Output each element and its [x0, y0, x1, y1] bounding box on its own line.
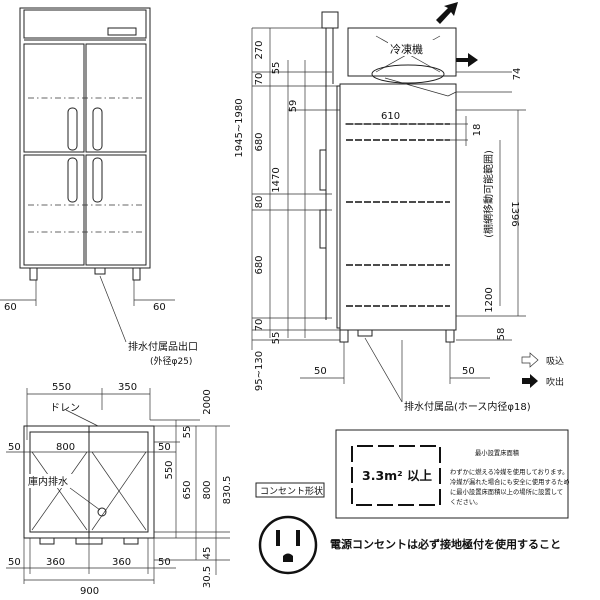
plan-dim-30-5: 30.5	[202, 566, 213, 588]
condenser-housing	[347, 27, 457, 77]
cabinet-outline	[19, 7, 151, 269]
control-panel	[107, 27, 137, 36]
side-dim-610: 610	[381, 111, 400, 122]
drain-outlet-label: 排水付属品出口	[128, 340, 198, 353]
condenser-label: 冷凍機	[390, 42, 423, 56]
plan-dim-650: 650	[182, 480, 193, 499]
airflow-legend: 吸込 吹出	[521, 352, 564, 388]
leg-left	[29, 267, 38, 281]
plan-dim-55: 55	[182, 426, 193, 439]
side-dim-1200: 1200	[484, 287, 495, 312]
outlet-warning: 電源コンセントは必ず接地極付を使用すること	[330, 537, 561, 551]
door-lower-left[interactable]	[23, 154, 85, 266]
plan-dim-50-top: 50	[8, 442, 21, 453]
plan-dim-45: 45	[202, 547, 213, 560]
door-lower-right[interactable]	[85, 154, 147, 266]
plan-handle-left	[39, 537, 55, 545]
airflow-arrows	[436, 2, 478, 67]
side-dim-1396: 1396	[509, 201, 520, 226]
leg-right	[132, 267, 141, 281]
install-title: 最小設置床面積	[475, 448, 520, 457]
plan-dim-800-top: 800	[56, 442, 75, 453]
install-note-line-1: わずかに燃える冷媒を使用しております。	[450, 467, 568, 476]
side-drain-part	[357, 329, 373, 337]
plan-dim-550: 550	[52, 382, 71, 393]
plan-dim-50-bl: 50	[8, 557, 21, 568]
side-dim-59: 59	[288, 100, 299, 113]
outlet-slot-left	[276, 530, 280, 546]
drain-outlet	[94, 267, 106, 275]
interior-drain-label: 庫内排水	[28, 475, 68, 488]
side-dim-270: 270	[254, 40, 265, 59]
side-dim-bottom: 95~130	[254, 351, 265, 391]
side-dim-680-bottom: 680	[254, 255, 265, 274]
outlet-slot-right	[296, 530, 300, 546]
front-view: 60 60 排水付属品出口 (外径φ25)	[0, 7, 198, 367]
evaporator-fan	[371, 64, 445, 84]
exhaust-arrow-icon	[522, 374, 538, 388]
plan-dim-2000: 2000	[202, 389, 213, 414]
side-dim-55-top: 55	[271, 62, 282, 75]
install-note-line-3: に最小設置床面積以上の場所に設置して	[450, 487, 563, 496]
plan-dim-350: 350	[118, 382, 137, 393]
plan-dim-50-top-right: 50	[158, 442, 171, 453]
side-dim-680-top: 680	[254, 132, 265, 151]
plan-dim-900: 900	[80, 586, 99, 597]
plan-dim-360-right: 360	[112, 557, 131, 568]
intake-arrow-icon	[521, 352, 539, 368]
install-area-notice: 3.3m² 以上 最小設置床面積 わずかに燃える冷媒を使用しております。 冷媒が…	[335, 429, 570, 519]
side-view: 270 70 680 80 680 70 55 55 59 1470 1945~…	[234, 11, 531, 413]
side-leg-rear	[445, 329, 455, 343]
side-handle-lower	[319, 209, 327, 249]
side-top-fan	[321, 11, 339, 29]
install-note-line-4: ください。	[450, 498, 481, 506]
handle-lower-left[interactable]	[67, 157, 78, 203]
interior-drain-point	[97, 507, 107, 517]
install-area-value: 3.3m² 以上	[362, 468, 432, 483]
plan-handle-right	[123, 537, 139, 545]
side-dim-1470: 1470	[271, 167, 282, 192]
side-dim-50-right: 50	[462, 366, 475, 377]
outlet-shape-label-box	[255, 482, 325, 498]
side-drain-label: 排水付属品(ホース内径φ18)	[404, 400, 531, 413]
outlet-icon	[258, 515, 318, 575]
side-dim-80: 80	[254, 196, 265, 209]
plan-dim-50-br: 50	[158, 557, 171, 568]
shelf-range-note: (棚網移動可能範囲)	[482, 150, 495, 238]
side-dim-50-left: 50	[314, 366, 327, 377]
legend-intake: 吸込	[546, 356, 564, 367]
side-dim-55-bottom: 55	[271, 332, 282, 345]
plan-view: 550 350 ドレン 2000 50 800 50 庫内排水	[6, 382, 233, 597]
side-dim-18: 18	[472, 124, 483, 137]
install-note-line-2: 冷媒が漏れた場合にも安全に使用するため	[450, 477, 570, 486]
side-dim-74: 74	[512, 68, 523, 81]
side-dim-70-top: 70	[254, 73, 265, 86]
top-grille-panel	[23, 9, 147, 39]
handle-upper-right[interactable]	[92, 107, 103, 151]
install-area-box	[351, 445, 441, 506]
handle-upper-left[interactable]	[67, 107, 78, 151]
drain-outlet-diameter: (外径φ25)	[150, 355, 192, 367]
front-dim-left: 60	[4, 302, 17, 313]
side-dim-58: 58	[496, 328, 507, 341]
plan-dim-550-v: 550	[164, 460, 175, 479]
legend-exhaust: 吹出	[546, 376, 564, 388]
side-leg-front	[339, 329, 349, 343]
plan-dim-360-left: 360	[46, 557, 65, 568]
side-dim-70-bottom: 70	[254, 319, 265, 332]
plan-dim-800-v: 800	[202, 480, 213, 499]
exhaust-arrow-top	[436, 2, 458, 24]
plan-dim-830-5: 830.5	[222, 476, 233, 505]
handle-lower-right[interactable]	[92, 157, 103, 203]
front-dim-right: 60	[153, 302, 166, 313]
outlet-ground-pin	[283, 553, 293, 562]
exhaust-arrow-rear	[456, 53, 478, 67]
install-notice-frame	[335, 429, 569, 519]
side-dim-total: 1945~1980	[234, 98, 245, 157]
plan-drain-label: ドレン	[50, 403, 80, 414]
outlet-section: コンセント形状 電源コンセントは必ず接地極付を使用すること	[255, 482, 561, 575]
side-handle-upper	[319, 149, 327, 191]
outlet-shape-label: コンセント形状	[260, 485, 323, 497]
